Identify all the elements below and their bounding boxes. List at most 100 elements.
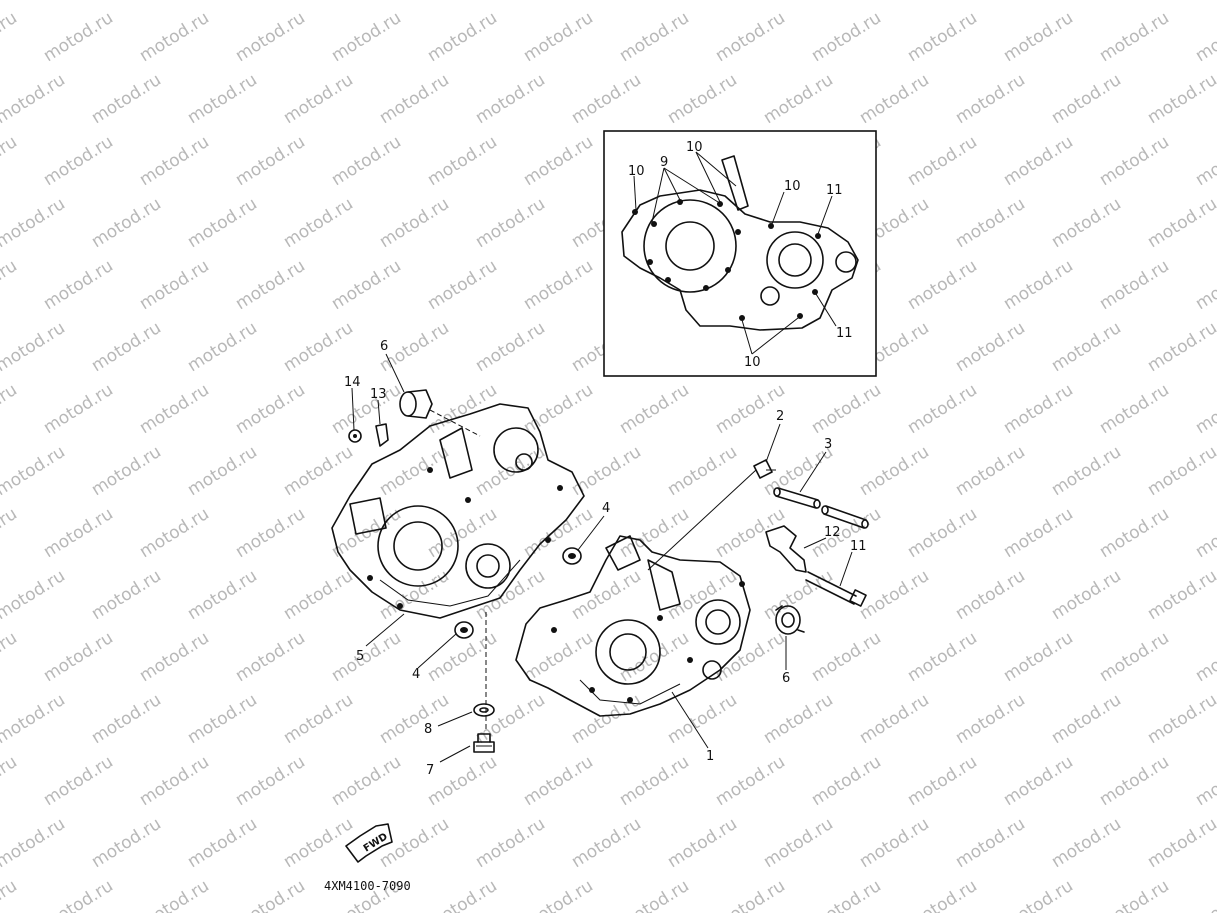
drain-bolt-7: [473, 733, 495, 753]
oil-seal-top: [399, 389, 433, 419]
oil-seal-right: [775, 605, 805, 635]
watermark-text: motod.ru: [136, 256, 213, 314]
dowel-pin-upper: [562, 547, 582, 565]
watermark-text: motod.ru: [616, 628, 693, 686]
callout-11: 11: [850, 539, 867, 554]
watermark-text: motod.ru: [1192, 628, 1217, 686]
watermark-text: motod.ru: [1096, 380, 1173, 438]
watermark-text: motod.ru: [40, 256, 117, 314]
watermark-text: motod.ru: [1096, 504, 1173, 562]
watermark-text: motod.ru: [0, 876, 21, 913]
watermark-text: motod.ru: [184, 442, 261, 500]
callout-14: 14: [344, 375, 361, 390]
watermark-text: motod.ru: [808, 8, 885, 66]
watermark-text: motod.ru: [424, 132, 501, 190]
watermark-text: motod.ru: [232, 752, 309, 810]
watermark-text: motod.ru: [808, 380, 885, 438]
inset-leaders: [633, 151, 837, 355]
inset-bearing-outer: [766, 231, 824, 289]
watermark-text: motod.ru: [1096, 876, 1173, 913]
watermark-text: motod.ru: [280, 0, 357, 4]
dowel-pin-lower: [454, 621, 474, 639]
callout-2: 2: [776, 409, 784, 424]
watermark-text: motod.ru: [0, 0, 69, 4]
watermark-text: motod.ru: [40, 752, 117, 810]
watermark-text: motod.ru: [376, 70, 453, 128]
watermark-text: motod.ru: [280, 814, 357, 872]
watermark-text: motod.ru: [232, 132, 309, 190]
assembly-lines: [429, 409, 757, 732]
watermark-text: motod.ru: [232, 876, 309, 913]
inset-bearing-inner: [778, 243, 812, 277]
watermark-text: motod.ru: [1192, 876, 1217, 913]
watermark-text: motod.ru: [952, 70, 1029, 128]
watermark-text: motod.ru: [184, 566, 261, 624]
watermark-text: motod.ru: [520, 628, 597, 686]
callout-9-inset: 9: [660, 155, 668, 170]
watermark-text: motod.ru: [376, 194, 453, 252]
callout-4-upper: 4: [602, 501, 610, 516]
watermark-text: motod.ru: [0, 194, 69, 252]
watermark-text: motod.ru: [136, 628, 213, 686]
watermark-text: motod.ru: [136, 132, 213, 190]
watermark-text: motod.ru: [1000, 628, 1077, 686]
watermark-text: motod.ru: [40, 132, 117, 190]
watermark-text: motod.ru: [856, 0, 933, 4]
watermark-text: motod.ru: [1048, 0, 1125, 4]
watermark-text: motod.ru: [1096, 752, 1173, 810]
callout-11-inset-bottom: 11: [836, 326, 853, 341]
watermark-text: motod.ru: [376, 442, 453, 500]
watermark-text: motod.ru: [232, 504, 309, 562]
watermark-text: motod.ru: [1000, 256, 1077, 314]
callout-13: 13: [370, 387, 387, 402]
watermark-text: motod.ru: [664, 814, 741, 872]
watermark-text: motod.ru: [1192, 132, 1217, 190]
watermark-text: motod.ru: [1096, 628, 1173, 686]
watermark-text: motod.ru: [616, 752, 693, 810]
watermark-text: motod.ru: [520, 752, 597, 810]
watermark-text: motod.ru: [0, 628, 21, 686]
callout-12: 12: [824, 525, 841, 540]
watermark-text: motod.ru: [952, 0, 1029, 4]
watermark-text: motod.ru: [856, 566, 933, 624]
watermark-text: motod.ru: [1144, 194, 1217, 252]
watermark-text: motod.ru: [1144, 0, 1217, 4]
watermark-text: motod.ru: [136, 8, 213, 66]
watermark-text: motod.ru: [760, 690, 837, 748]
watermark-text: motod.ru: [1192, 256, 1217, 314]
watermark-text: motod.ru: [1144, 442, 1217, 500]
watermark-text: motod.ru: [520, 504, 597, 562]
watermark-text: motod.ru: [40, 504, 117, 562]
watermark-text: motod.ru: [40, 8, 117, 66]
watermark-text: motod.ru: [952, 442, 1029, 500]
watermark-text: motod.ru: [0, 8, 21, 66]
watermark-text: motod.ru: [904, 628, 981, 686]
callout-10-inset-top: 10: [686, 140, 703, 155]
watermark-text: motod.ru: [1144, 318, 1217, 376]
watermark-text: motod.ru: [88, 318, 165, 376]
watermark-text: motod.ru: [424, 504, 501, 562]
watermark-text: motod.ru: [904, 504, 981, 562]
watermark-text: motod.ru: [904, 380, 981, 438]
fitting-2: [753, 459, 776, 479]
inset-cylinder-bore-outer: [643, 199, 737, 293]
watermark-text: motod.ru: [760, 70, 837, 128]
watermark-text: motod.ru: [952, 814, 1029, 872]
watermark-text: motod.ru: [1048, 70, 1125, 128]
watermark-text: motod.ru: [1048, 814, 1125, 872]
watermark-text: motod.ru: [232, 380, 309, 438]
watermark-text: motod.ru: [1096, 8, 1173, 66]
watermark-text: motod.ru: [328, 8, 405, 66]
watermark-text: motod.ru: [88, 814, 165, 872]
watermark-text: motod.ru: [424, 628, 501, 686]
inset-cylinder-bore: [665, 221, 715, 271]
callout-5: 5: [356, 649, 364, 664]
watermark-text: motod.ru: [712, 876, 789, 913]
watermark-text: motod.ru: [472, 70, 549, 128]
bolt-14: [348, 429, 362, 443]
watermark-text: motod.ru: [0, 504, 21, 562]
watermark-text: motod.ru: [712, 8, 789, 66]
watermark-text: motod.ru: [808, 876, 885, 913]
watermark-text: motod.ru: [88, 0, 165, 4]
